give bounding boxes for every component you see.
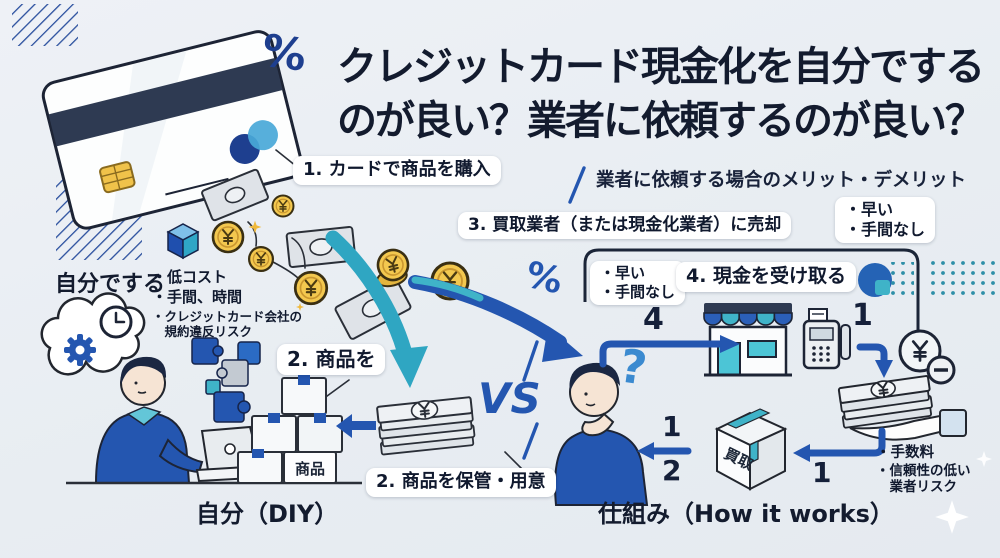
white-sparkle-icon (935, 451, 992, 534)
flow-number-1-hand: 1 (812, 456, 832, 489)
swoosh-arrow-diy-icon (325, 230, 428, 388)
flow-number-4: 4 (643, 302, 664, 337)
title-line-1: クレジットカード現金化を自分でする (337, 44, 985, 90)
person-laptop-icon (66, 356, 362, 485)
puzzle-pieces-icon (191, 337, 261, 423)
yen-fee-coin-icon (898, 329, 956, 385)
merit-fast-inner: ・早い (600, 264, 646, 282)
slash-accent-icon (522, 166, 586, 460)
agency-heading: 業者に依頼する場合のメリット・デメリット (596, 170, 967, 191)
percent-symbol-card: % (258, 25, 310, 82)
agency-demerit-trust-1: ・信頼性の低い (876, 463, 971, 479)
storefront-icon (703, 303, 793, 377)
diy-caption: 自分（DIY） (196, 500, 339, 528)
step1-label: 1. カードで商品を購入 (293, 156, 501, 185)
step2-full-label: 2. 商品を保管・用意 (366, 468, 556, 497)
pie-chart-icon (858, 263, 892, 297)
cube-icon (166, 223, 200, 260)
merit-no-hassle-inner: ・手間なし (600, 282, 676, 301)
agency-demerit-trust-2: 業者リスク (876, 479, 957, 495)
agency-demerit-fee: ・手数料 (876, 445, 934, 461)
arrow-left-diy-icon (336, 414, 376, 438)
swoosh-arrow-agency-icon (408, 275, 583, 362)
diy-heading: 自分でする (55, 272, 166, 297)
money-hand-icon (837, 375, 967, 441)
card-terminal-icon (802, 308, 851, 370)
buyback-box-icon: 買取 (714, 408, 788, 491)
goods-boxes-icon: 商品 (237, 375, 343, 484)
step3-label: 3. 買取業者（または現金化業者）に売却 (458, 212, 792, 240)
diy-merit-time: ・手間、時間 (152, 288, 243, 306)
versus-label: VS (478, 374, 541, 423)
agency-merits-inside: ・早い ・手間なし (590, 261, 686, 305)
goods-box-label: 商品 (295, 460, 325, 478)
step2-short-label: 2. 商品を (277, 344, 386, 375)
flow-arrows (599, 340, 888, 457)
agency-frame (583, 248, 920, 330)
diy-risk-line1: ・クレジットカード会社の (152, 309, 303, 324)
gear-icon (64, 334, 96, 366)
diy-risk-line2: 規約違反リスク (152, 324, 253, 339)
flow-arrowheads (637, 335, 893, 462)
connector-lines (247, 149, 525, 472)
step4-label: 4. 現金を受け取る (676, 262, 857, 292)
agency-caption: 仕組み（How it works） (598, 500, 894, 528)
merit-fast: ・早い (845, 200, 894, 219)
dot-grid-icon (888, 260, 998, 300)
person-thinking-icon (554, 362, 649, 506)
diy-merit-low-cost: ・低コスト (152, 268, 228, 286)
clock-icon (99, 305, 133, 339)
flow-number-2-box: 2 (662, 454, 682, 487)
merit-no-hassle: ・手間なし (845, 220, 926, 239)
flow-number-1-terminal: 1 (852, 298, 873, 333)
title-line-2: のが良い？業者に依頼するのが良い？ (337, 98, 985, 144)
money-stack-diy-icon (376, 396, 476, 456)
agency-merits-outside: ・早い ・手間なし (835, 197, 936, 243)
flow-number-1-box: 1 (662, 410, 682, 443)
